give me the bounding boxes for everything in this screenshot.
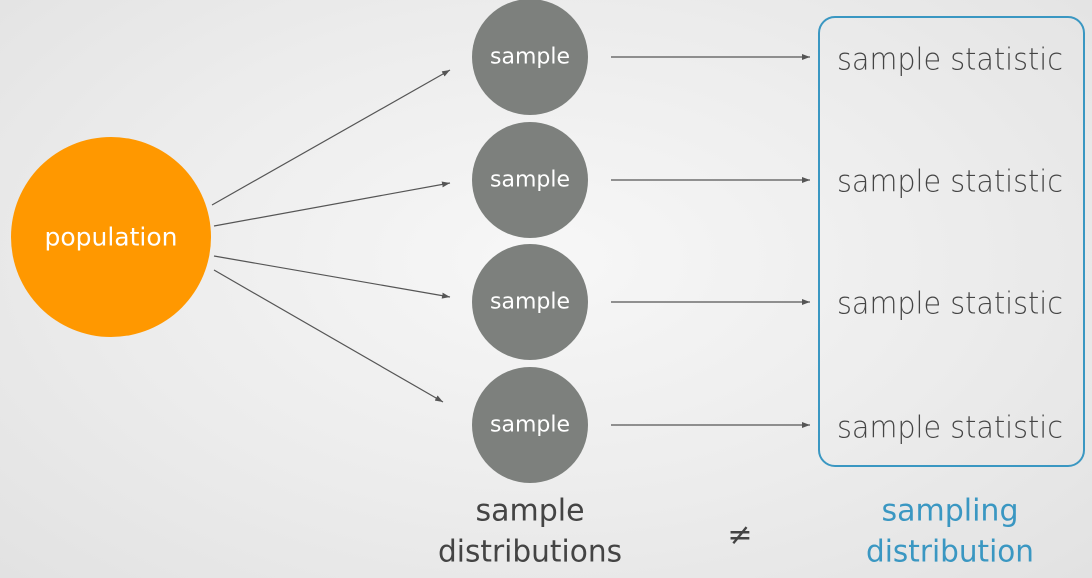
arrow-population-to-sample-4 xyxy=(213,269,444,403)
sample-distributions-caption: sample distributions xyxy=(438,494,622,570)
sample-label: sample xyxy=(490,290,570,315)
population-label: population xyxy=(44,223,177,252)
sample-node: sample xyxy=(472,244,588,360)
arrow-population-to-sample-2 xyxy=(213,181,451,227)
not-equal-symbol: ≠ xyxy=(727,518,752,553)
sample-circle xyxy=(472,244,588,360)
sample-statistic-label: sample statistic xyxy=(837,287,1063,322)
sampling-distribution-line2: distribution xyxy=(866,535,1034,570)
sample-node: sample xyxy=(472,0,588,115)
population-arrows xyxy=(211,69,451,403)
arrow-population-to-sample-3 xyxy=(213,255,451,299)
sample-statistic-label: sample statistic xyxy=(837,43,1063,78)
sample-circle xyxy=(472,0,588,115)
sample-circle xyxy=(472,367,588,483)
sample-node: sample xyxy=(472,367,588,483)
sample-circle xyxy=(472,122,588,238)
statistic-arrows xyxy=(611,54,810,428)
sample-distributions-line2: distributions xyxy=(438,535,622,570)
sample-label: sample xyxy=(490,413,570,438)
sample-statistic-label: sample statistic xyxy=(837,411,1063,446)
sample-label: sample xyxy=(490,168,570,193)
sample-node: sample xyxy=(472,122,588,238)
sample-statistic-label: sample statistic xyxy=(837,165,1063,200)
sampling-distribution-line1: sampling xyxy=(881,494,1018,529)
arrow-population-to-sample-1 xyxy=(211,69,451,206)
sample-label: sample xyxy=(490,45,570,70)
sampling-distribution-caption: sampling distribution xyxy=(866,494,1034,570)
population-circle xyxy=(11,137,211,337)
sample-distributions-line1: sample xyxy=(475,494,584,529)
population-node: population xyxy=(11,137,211,337)
sampling-distribution-box xyxy=(818,16,1085,467)
